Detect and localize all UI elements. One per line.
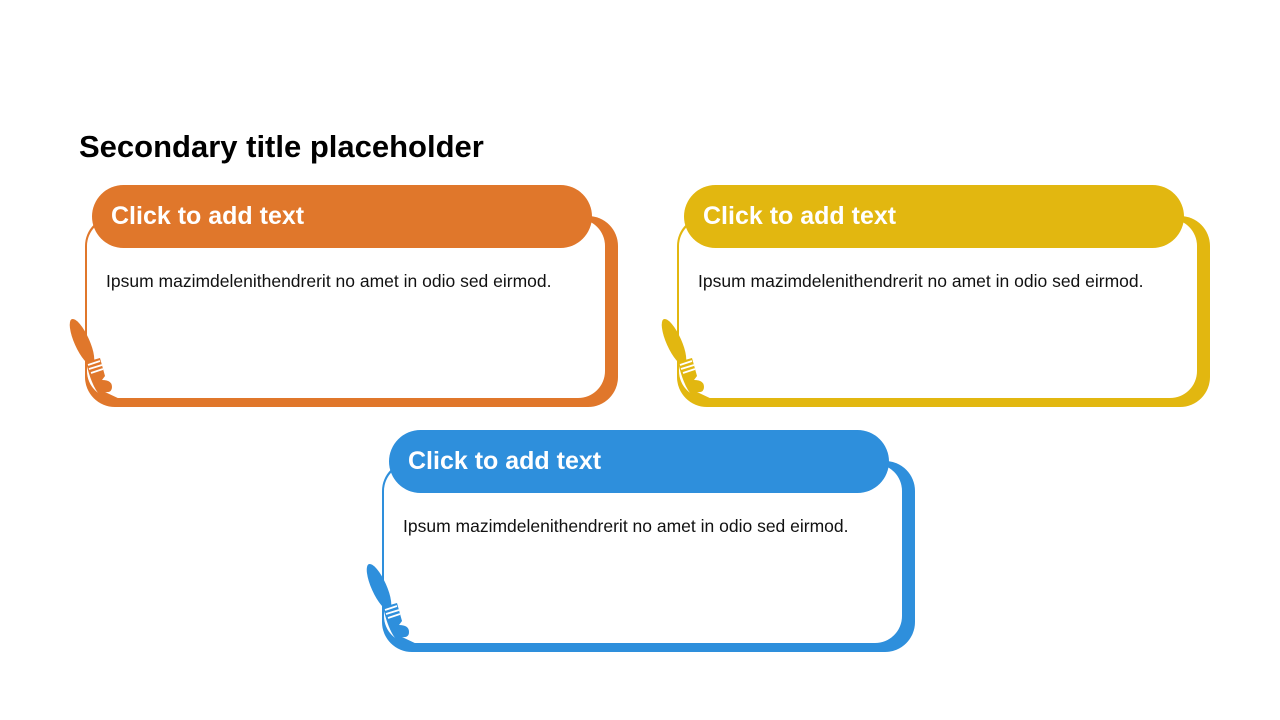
card-body[interactable]: Ipsum mazimdelenithendrerit no amet in o… <box>106 271 552 291</box>
paintbrush-icon <box>661 318 714 401</box>
card-header[interactable]: Click to add text <box>684 185 1184 248</box>
card-body[interactable]: Ipsum mazimdelenithendrerit no amet in o… <box>698 271 1144 291</box>
paintbrush-icon <box>366 563 419 646</box>
text-card-2: Click to add text Ipsum mazimdelenithend… <box>652 185 1212 410</box>
paintbrush-icon <box>69 318 122 401</box>
card-header[interactable]: Click to add text <box>389 430 889 493</box>
card-body[interactable]: Ipsum mazimdelenithendrerit no amet in o… <box>403 516 849 536</box>
card-inner <box>87 219 605 398</box>
card-header[interactable]: Click to add text <box>92 185 592 248</box>
page-title: Secondary title placeholder <box>79 129 484 164</box>
card-heading[interactable]: Click to add text <box>408 447 602 475</box>
card-heading[interactable]: Click to add text <box>111 202 305 230</box>
text-card-3: Click to add text Ipsum mazimdelenithend… <box>357 430 917 655</box>
text-card-1: Click to add text Ipsum mazimdelenithend… <box>60 185 620 410</box>
card-heading[interactable]: Click to add text <box>703 202 897 230</box>
card-inner <box>679 219 1197 398</box>
card-inner <box>384 464 902 643</box>
